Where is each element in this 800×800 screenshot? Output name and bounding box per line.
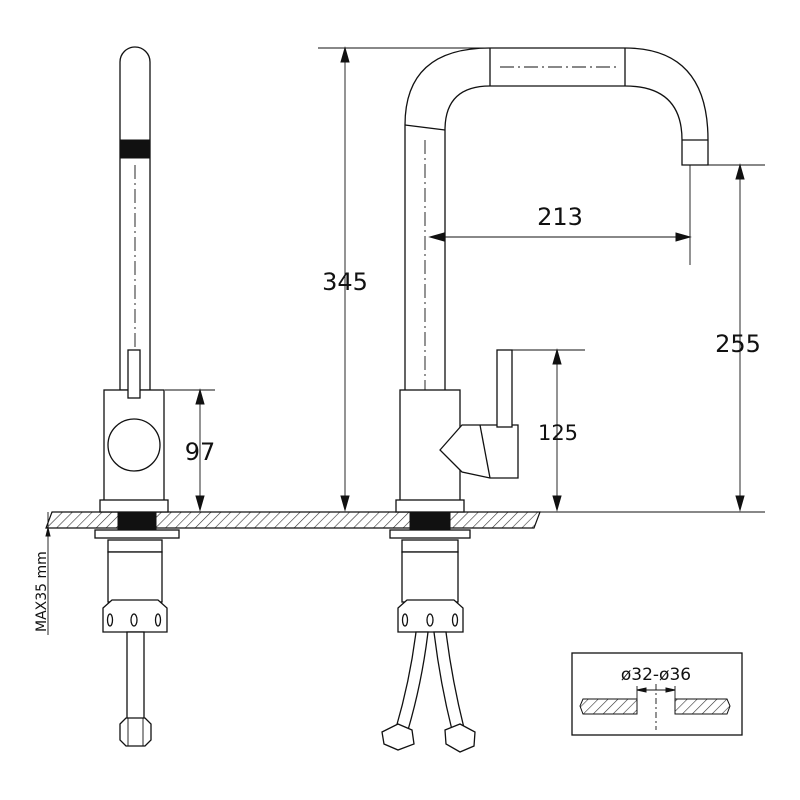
dim-spout-height: 255	[715, 330, 761, 358]
dim-handle-height: 125	[538, 421, 578, 445]
faucet-front-view	[381, 47, 709, 753]
hole-diameter-inset: ø32-ø36	[571, 652, 743, 736]
dim-spout-reach: 213	[537, 203, 583, 231]
hole-diameter-label: ø32-ø36	[621, 665, 691, 685]
handle-body	[439, 424, 519, 479]
lever-handle	[127, 349, 141, 399]
dimension-lines	[45, 46, 765, 635]
dim-body-height: 97	[185, 438, 216, 466]
lever-handle	[496, 349, 513, 428]
dim-total-height: 345	[322, 268, 368, 296]
dim-max-counter-thickness: MAX35 mm	[34, 551, 50, 632]
faucet-side-view	[94, 46, 180, 747]
